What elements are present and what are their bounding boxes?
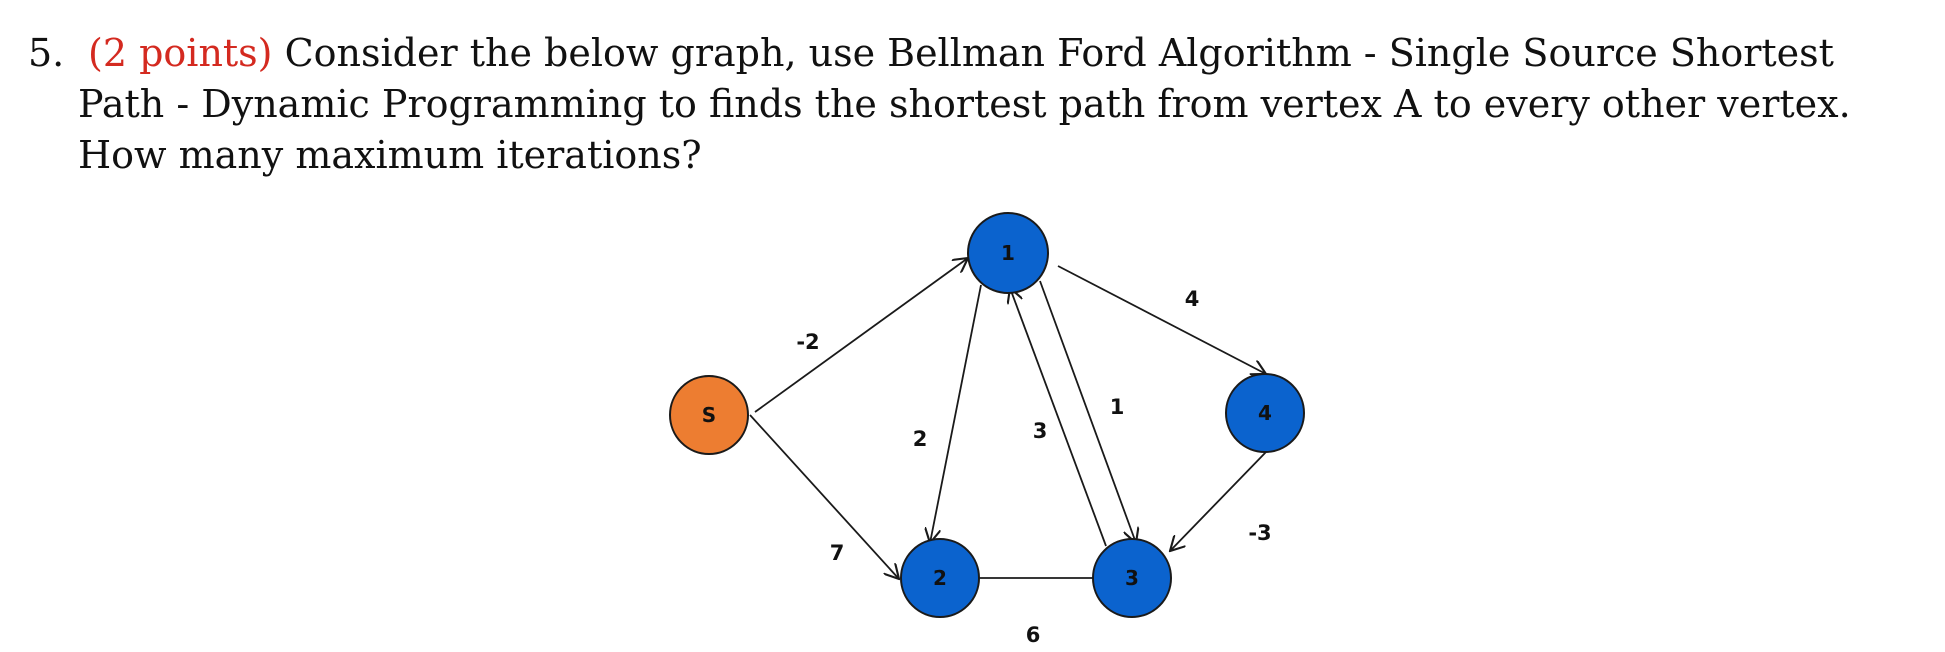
node-4-label: 4 bbox=[1258, 401, 1272, 425]
node-4: 4 bbox=[1225, 373, 1305, 453]
node-1-label: 1 bbox=[1001, 241, 1015, 265]
node-2: 2 bbox=[900, 538, 980, 618]
question-text: 5. (2 points) Consider the below graph, u… bbox=[28, 28, 1908, 181]
edge-weight-3-2: 6 bbox=[1026, 623, 1041, 647]
question-line-2: Path - Dynamic Programming to finds the … bbox=[78, 82, 1851, 126]
node-s-label: S bbox=[702, 403, 716, 427]
edge-1-2 bbox=[930, 284, 982, 543]
edge-1-4 bbox=[1057, 265, 1266, 374]
question-line-1-text: Consider the below graph, use Bellman Fo… bbox=[272, 31, 1834, 75]
edge-s-1 bbox=[754, 258, 968, 413]
node-2-label: 2 bbox=[933, 566, 947, 590]
question-line-3: How many maximum iterations? bbox=[78, 133, 702, 177]
edge-3-1 bbox=[1010, 288, 1107, 547]
question-number: 5. bbox=[28, 31, 65, 75]
edge-weight-1-3: 1 bbox=[1110, 395, 1125, 419]
edge-weight-s-2: 7 bbox=[830, 541, 845, 565]
edge-weight-1-2: 2 bbox=[913, 427, 928, 451]
edge-4-3 bbox=[1170, 451, 1267, 551]
edge-weight-s-1: -2 bbox=[796, 330, 819, 354]
node-1: 1 bbox=[967, 212, 1049, 294]
edge-weight-1-4: 4 bbox=[1185, 287, 1200, 311]
question-line-1: 5. (2 points) Consider the below graph, u… bbox=[28, 28, 1908, 79]
edge-1-3 bbox=[1039, 280, 1136, 543]
edge-s-2 bbox=[749, 414, 899, 579]
node-3-label: 3 bbox=[1125, 566, 1139, 590]
edge-weight-4-3: -3 bbox=[1248, 521, 1271, 545]
node-s: S bbox=[669, 375, 749, 455]
node-3: 3 bbox=[1092, 538, 1172, 618]
question-points: (2 points) bbox=[88, 31, 273, 75]
edge-weight-3-1: 3 bbox=[1033, 419, 1048, 443]
